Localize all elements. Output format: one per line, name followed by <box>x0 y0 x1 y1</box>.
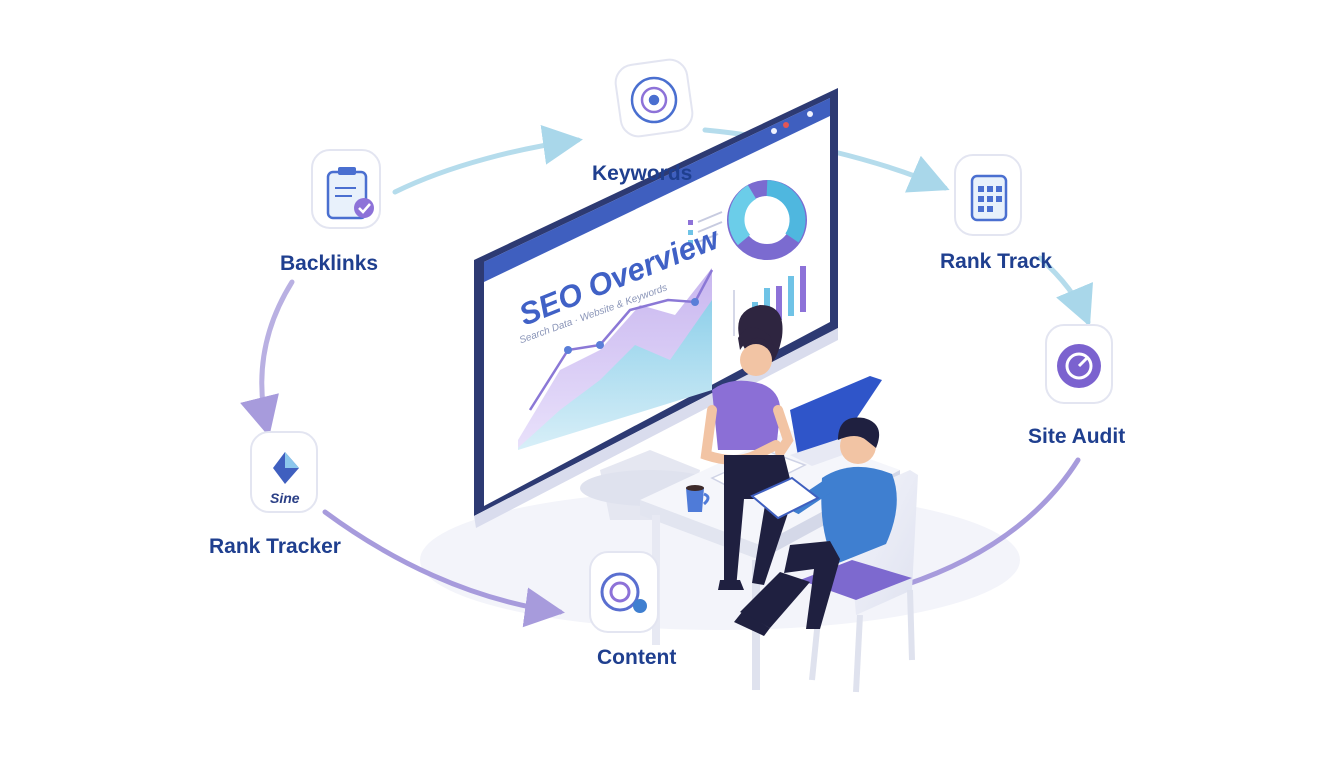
node-label-content: Content <box>597 646 677 669</box>
arrow-tracker-content <box>322 509 565 628</box>
monitor <box>474 88 838 528</box>
calendar-grid-icon <box>970 174 1008 222</box>
arrow-ranktrack-siteaudit <box>1037 255 1093 327</box>
clipboard-check-icon <box>326 167 374 220</box>
audit-dial-icon <box>1057 344 1101 388</box>
node-label-site-audit: Site Audit <box>1028 425 1126 448</box>
man-figure <box>734 417 897 636</box>
rank-tracker-icon-text: Sine <box>270 490 300 506</box>
content-target-icon <box>600 572 647 613</box>
node-label-backlinks: Backlinks <box>280 252 379 275</box>
sine-logo-icon <box>273 452 299 484</box>
node-label-rank-tracker: Rank Tracker <box>209 535 341 558</box>
arrow-siteaudit-content <box>902 457 1081 588</box>
arrow-backlinks-keywords <box>392 124 583 195</box>
arrow-backlinks-tracker <box>240 279 295 437</box>
target-icon <box>630 76 678 124</box>
node-label-keywords: Keywords <box>592 162 693 185</box>
node-label-rank-track: Rank Track <box>940 250 1053 273</box>
